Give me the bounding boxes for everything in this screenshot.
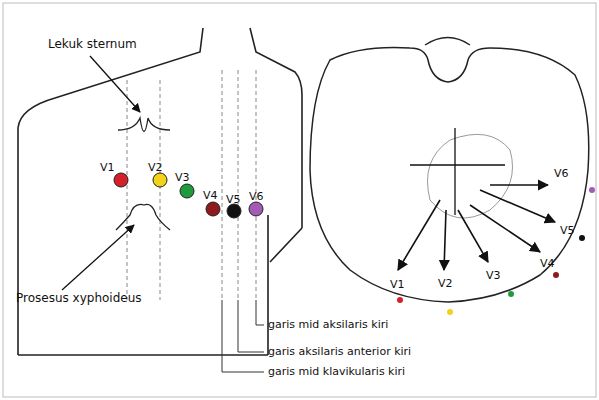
landmark-label: Lekuk sternum bbox=[48, 38, 137, 51]
lead-label: V1 bbox=[100, 162, 115, 174]
lead-label: V6 bbox=[249, 191, 264, 203]
line-label: garis mid aksilaris kiri bbox=[268, 319, 388, 331]
lead-label: V3 bbox=[486, 270, 501, 282]
landmark-label: Prosesus xyphoideus bbox=[16, 292, 142, 305]
lead-label: V1 bbox=[390, 279, 405, 291]
lead-label: V6 bbox=[554, 168, 569, 180]
lead-label: V2 bbox=[438, 278, 453, 290]
lead-label: V5 bbox=[226, 194, 241, 206]
line-label: garis aksilaris anterior kiri bbox=[268, 346, 411, 358]
line-label: garis mid klavikularis kiri bbox=[268, 366, 405, 378]
lead-label: V3 bbox=[175, 172, 190, 184]
lead-label: V5 bbox=[560, 225, 575, 237]
lead-label: V4 bbox=[203, 190, 218, 202]
lead-label: V2 bbox=[148, 162, 163, 174]
lead-label: V4 bbox=[540, 258, 555, 270]
